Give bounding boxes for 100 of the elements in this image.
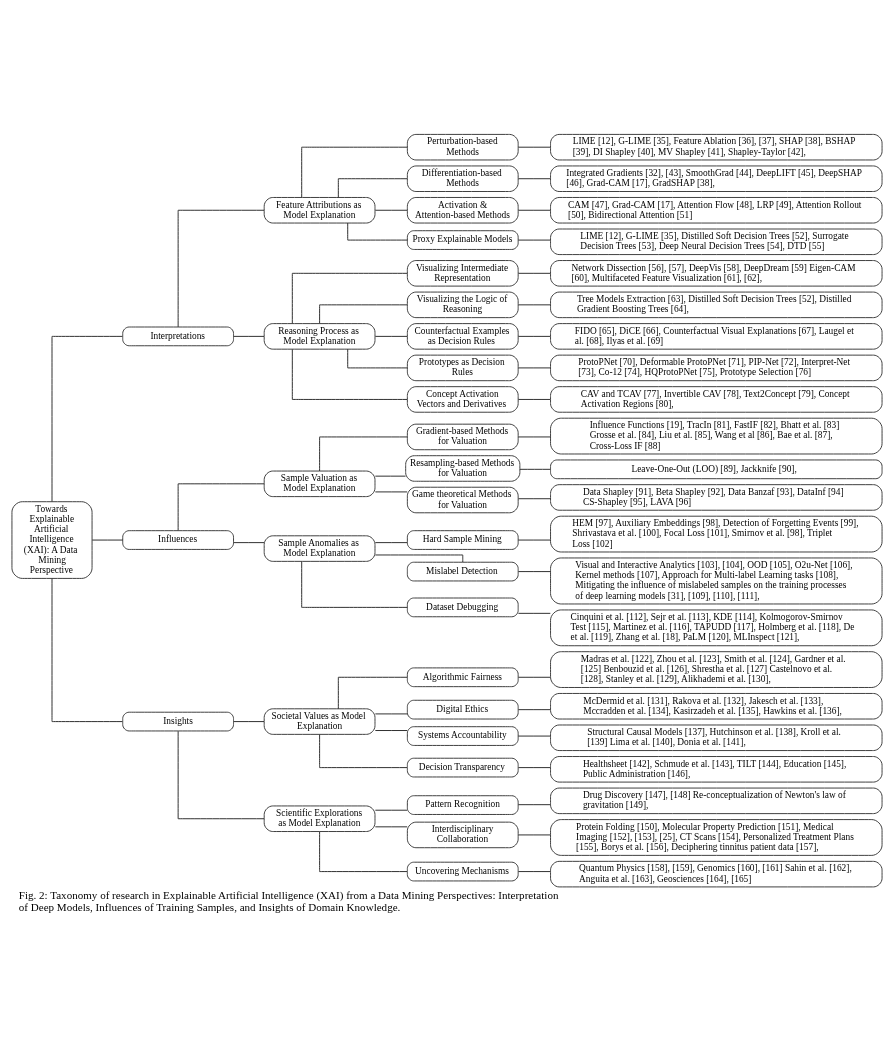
connector — [374, 730, 408, 731]
node-box: Game theoretical Methods for Valuation — [406, 486, 519, 514]
node-box: Proxy Explainable Models — [406, 230, 519, 250]
node-box: Decision Transparency — [406, 757, 519, 778]
node-box: HEM [97], Auxiliary Embeddings [98], Detection of Forgetting Events [99], Shrivastava et al. [100], Focal Loss [101], Smirnov et al. [98], Triplet Loss [102] — [550, 515, 883, 553]
connector — [301, 146, 408, 198]
node-box: ProtoPNet [70], Deformable ProtoPNet [71], PIP-Net [72], Interpret-Net [73], Co-12 [74], HQProtoPNet [75], Prototype Selection [76] — [550, 354, 883, 382]
connector — [337, 676, 408, 710]
node-box: Influences — [122, 530, 234, 550]
connector — [374, 542, 408, 544]
connector — [517, 709, 551, 711]
node-box: Societal Values as Model Explanation — [263, 708, 376, 735]
connector — [177, 483, 265, 531]
node-box: Feature Attributions as Model Explanation — [263, 197, 376, 224]
connector — [517, 539, 551, 541]
connector — [517, 834, 551, 836]
connector — [347, 348, 408, 369]
connector — [374, 209, 408, 211]
connector — [319, 436, 408, 472]
node-box: FIDO [65], DiCE [66], Counterfactual Visual Explanations [67], Laugel et al. [68], Ilyas et al. [69] — [550, 323, 883, 350]
node-box: Madras et al. [122], Zhou et al. [123], Smith et al. [124], Gardner et al. [125] Benbouzid et al. [126], Shrestha et al. [127] Castelnovo et al. [128], Stanley et al. [129], Alikhademi et al. [130], — [550, 651, 883, 688]
node-box: Sample Anomalies as Model Explanation — [263, 535, 376, 562]
connector — [517, 239, 551, 241]
connector — [517, 676, 551, 678]
node-box: Sample Valuation as Model Explanation — [263, 470, 376, 498]
node-box: Integrated Gradients [32], [43], SmoothGrad [44], DeepLIFT [45], DeepSHAP [46], Grad-CAM [17], GradSHAP [38], — [550, 165, 883, 192]
connector — [319, 831, 408, 873]
connector — [374, 335, 408, 337]
connector — [517, 209, 551, 211]
node-box: Leave-One-Out (LOO) [89], Jackknife [90], — [550, 459, 883, 480]
node-box: Uncovering Mechanisms — [406, 861, 519, 882]
connector — [91, 539, 124, 541]
connector — [517, 571, 551, 573]
connector — [347, 222, 408, 241]
node-box: Healthsheet [142], Schmude et al. [143], TILT [144], Education [145], Public Administration [146], — [550, 756, 883, 783]
connector — [517, 146, 551, 148]
connector — [177, 209, 265, 328]
node-box: Protein Folding [150], Molecular Property Prediction [151], Medical Imaging [152], [153], [25], CT Scans [154], Personalized Treatment Plans [155], Borys et al. [156], Deciphering tinnitus patient data [157], — [550, 819, 883, 856]
node-box: Data Shapley [91], Beta Shapley [92], Data Banzaf [93], DataInf [94] CS-Shapley [95], LAVA [96] — [550, 484, 883, 511]
connector — [301, 561, 408, 608]
connector — [233, 335, 265, 337]
connector — [517, 367, 551, 369]
node-box: Digital Ethics — [406, 699, 519, 720]
connector — [374, 826, 408, 828]
node-box: Network Dissection [56], [57], DeepVis [58], DeepDream [59] Eigen-CAM [60], Multifaceted Feature Visualization [61], [62], — [550, 260, 883, 287]
node-box: Visual and Interactive Analytics [103], [104], OOD [105], O2u-Net [106], Kernel methods [107], Approach for Multi-label Learning tasks [108], Mitigating the influence of mislabeled samples on the training processes of deep learning models [31], [109], [110], [111], — [550, 557, 883, 605]
node-box: Tree Models Extraction [63], Distilled Soft Decision Trees [52], Distilled Gradient Boosting Trees [64], — [550, 291, 883, 319]
node-box: CAM [47], Grad-CAM [17], Attention Flow [48], LRP [49], Attention Rollout [50], Bidirectional Attention [51] — [550, 197, 883, 224]
node-box: Visualizing the Logic of Reasoning — [406, 291, 519, 319]
connector — [374, 554, 464, 563]
connector — [233, 721, 265, 723]
node-box: Towards Explainable Artificial Intelligence (XAI): A Data Mining Perspective — [11, 501, 93, 579]
connector — [517, 498, 551, 500]
node-box: Visualizing Intermediate Representation — [406, 260, 519, 287]
node-box: Insights — [122, 711, 234, 732]
connector — [319, 733, 408, 769]
node-box: Drug Discovery [147], [148] Re-conceptualization of Newton's law of gravitation [149], — [550, 787, 883, 815]
node-box: Quantum Physics [158], [159], Genomics [160], [161] Sahin et al. [162], Anguita et al. [163], Geosciences [164], [165] — [550, 860, 883, 888]
node-box: Hard Sample Mining — [406, 530, 519, 550]
connector — [291, 272, 408, 324]
node-box: LIME [12], G-LIME [35], Feature Ablation [36], [37], SHAP [38], BSHAP [39], DI Shapley [40], MV Shapley [41], Shapley-Taylor [42], — [550, 133, 883, 161]
connector — [291, 348, 408, 400]
node-box: Influence Functions [19], TracIn [81], FastIF [82], Bhatt et al. [83] Grosse et al. [84], Liu et al. [85], Wang et al [86], Bae et al. [87], Cross-Loss IF [88] — [550, 417, 883, 455]
connector — [374, 491, 408, 493]
node-box: Mislabel Detection — [406, 561, 519, 582]
node-box: Systems Accountability — [406, 726, 519, 746]
connector — [519, 468, 551, 470]
node-box: Dataset Debugging — [406, 597, 519, 618]
connector — [517, 436, 551, 438]
node-box: Concept Activation Vectors and Derivatives — [406, 386, 519, 413]
node-box: Activation & Attention-based Methods — [406, 197, 519, 224]
node-box: Cinquini et al. [112], Sejr et al. [113], KDE [114], Kolmogorov-Smirnov Test [115], Martinez et al. [116], TAPUDD [117], Holmberg et al. [118], De et al. [119], Zhang et al. [18], PaLM [120], MLInspect [121], — [550, 609, 883, 647]
connector — [517, 735, 551, 737]
connector — [374, 809, 408, 811]
connector — [517, 804, 551, 806]
node-box: Interpretations — [122, 326, 234, 347]
node-box: Counterfactual Examples as Decision Rules — [406, 323, 519, 350]
connector — [374, 475, 406, 477]
node-box: Perturbation-based Methods — [406, 133, 519, 161]
caption: Fig. 2: Taxonomy of research in Explainable Artificial Intelligence (XAI) from a Data Mining Perspectives: Interpretation of Deep Models, Influences of Training Samples, and Insights of Domain Knowledge. — [18, 889, 559, 914]
node-box: Structural Causal Models [137], Hutchinson et al. [138], Kroll et al. [139] Lima et al. [140], Donia et al. [141], — [550, 724, 883, 752]
node-box: Scientific Explorations as Model Explanation — [263, 805, 376, 832]
connector — [517, 871, 551, 873]
connector — [177, 730, 265, 820]
node-box: McDermid et al. [131], Rakova et al. [132], Jakesch et al. [133], Mccradden et al. [134], Kasirzadeh et al. [135], Hawkins et al. [136], — [550, 693, 883, 720]
node-box: Algorithmic Fairness — [406, 667, 519, 688]
node-box: CAV and TCAV [77], Invertible CAV [78], Text2Concept [79], Concept Activation Regions [80], — [550, 386, 883, 413]
connector — [233, 542, 265, 544]
node-box: Differentiation-based Methods — [406, 165, 519, 192]
node-box: Resampling-based Methods for Valuation — [405, 455, 521, 482]
connector — [319, 304, 408, 325]
node-box: LIME [12], G-LIME [35], Distilled Soft Decision Trees [52], Surrogate Decision Trees [53], Deep Neural Decision Trees [54], DTD [55] — [550, 228, 883, 256]
connector — [374, 713, 408, 715]
node-box: Interdisciplinary Collaboration — [406, 821, 519, 849]
connector — [517, 612, 551, 614]
connector — [517, 398, 551, 400]
connector — [51, 335, 123, 502]
node-box: Gradient-based Methods for Valuation — [406, 423, 519, 451]
node-box: Pattern Recognition — [406, 795, 519, 815]
node-box: Prototypes as Decision Rules — [406, 354, 519, 382]
